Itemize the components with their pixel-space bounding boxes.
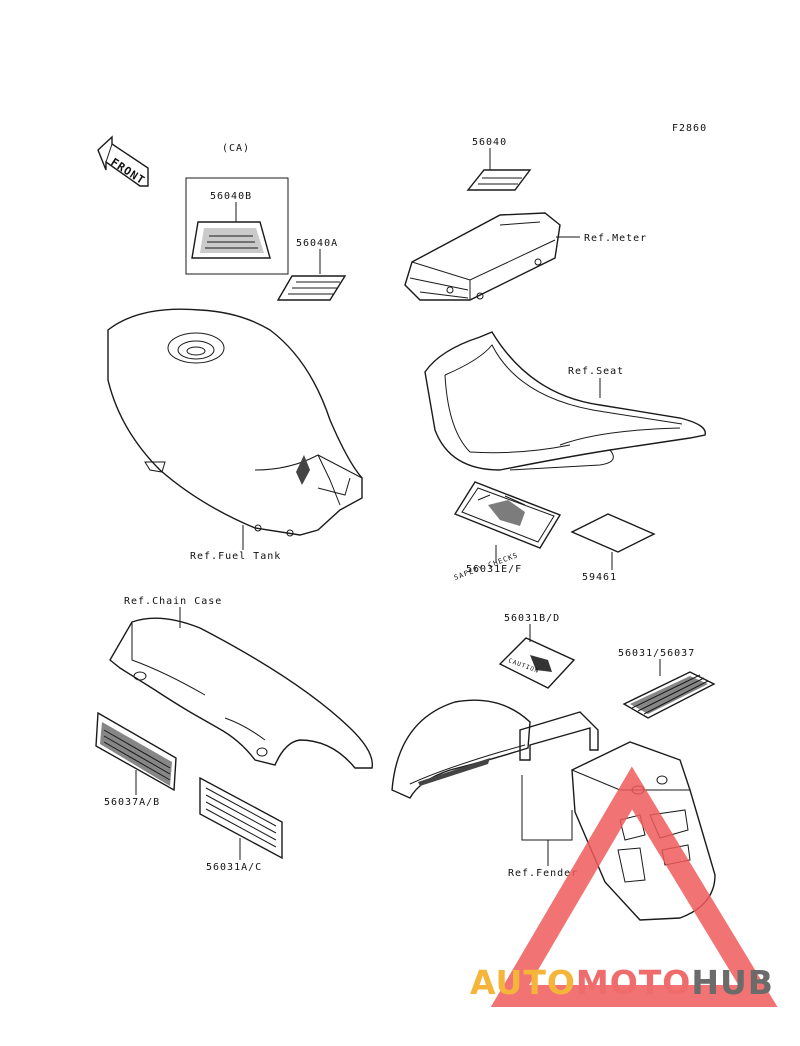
ref-fender-label: Ref.Fender — [508, 868, 578, 879]
decal-59461 — [570, 513, 656, 553]
front-label: FRONT — [108, 156, 147, 188]
ref-seat-label: Ref.Seat — [568, 366, 624, 377]
ref-meter-label: Ref.Meter — [584, 233, 647, 244]
svg-text:AUTOMOTOHUB: AUTOMOTOHUB — [470, 963, 774, 1002]
label-56040-number: 56040 — [472, 137, 507, 148]
decal-56040b — [191, 221, 271, 259]
watermark-triangle-icon — [490, 766, 778, 1007]
label-56040b-number: 56040B — [210, 191, 252, 202]
ref-chain-case-label: Ref.Chain Case — [124, 596, 222, 607]
decal-56040a — [276, 275, 347, 301]
label-56037ab-number: 56037A/B — [104, 797, 160, 808]
meter-illustration — [404, 212, 561, 301]
diagram-code: F2860 — [672, 123, 707, 134]
ca-label: (CA) — [222, 143, 250, 154]
label-59461-number: 59461 — [582, 572, 617, 583]
chain-case-illustration — [109, 617, 374, 769]
decal-56037ab — [95, 711, 177, 792]
ref-fuel-tank-label: Ref.Fuel Tank — [190, 551, 281, 562]
decal-56031-56037 — [622, 671, 716, 719]
watermark-hub: HUB — [691, 963, 774, 1002]
fuel-tank-illustration — [107, 308, 363, 537]
label-56040a-number: 56040A — [296, 238, 338, 249]
decal-56040 — [466, 169, 532, 191]
automotohub-watermark: AUTOMOTOHUB — [470, 766, 778, 1007]
ca-box — [185, 177, 289, 275]
label-56031ef-number: 56031E/F — [466, 564, 522, 575]
watermark-moto: MOTO — [576, 963, 691, 1002]
label-56031ac-number: 56031A/C — [206, 862, 262, 873]
ref-fender-bracket-line — [521, 775, 573, 841]
label-56031-56037-number: 56031/56037 — [618, 648, 695, 659]
front-arrow-icon: FRONT — [97, 135, 149, 188]
decal-56031bd: CAUTION — [498, 637, 576, 689]
seat-illustration — [424, 331, 706, 471]
fender-illustration — [391, 699, 716, 921]
decal-56031ac — [199, 776, 283, 860]
watermark-auto: AUTO — [470, 963, 576, 1002]
label-56031bd-number: 56031B/D — [504, 613, 560, 624]
